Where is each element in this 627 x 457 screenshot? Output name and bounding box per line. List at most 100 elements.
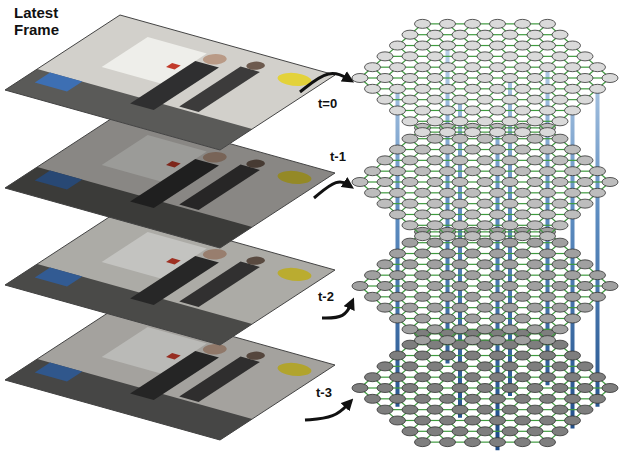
monitor xyxy=(35,73,83,92)
person-head xyxy=(198,150,231,164)
graph-node xyxy=(490,394,506,403)
graph-node xyxy=(415,394,431,403)
graph-node xyxy=(427,427,443,436)
graph-node xyxy=(402,221,418,230)
graph-node xyxy=(490,314,506,323)
graph-node xyxy=(465,351,481,360)
frame-arrow xyxy=(300,73,350,92)
graph-node xyxy=(415,19,431,28)
graph-node xyxy=(577,384,593,393)
graph-node xyxy=(465,232,481,241)
graph-node xyxy=(465,416,481,425)
graph-node xyxy=(515,188,531,197)
graph-node xyxy=(427,238,443,247)
graph-node xyxy=(440,188,456,197)
graph-node xyxy=(377,303,393,312)
graph-node xyxy=(565,373,581,382)
graph-node xyxy=(477,303,493,312)
graph-node xyxy=(477,405,493,414)
graph-node xyxy=(415,145,431,154)
monitor xyxy=(35,268,83,287)
graph-layer xyxy=(352,123,618,240)
graph-node xyxy=(427,117,443,126)
graph-node xyxy=(402,52,418,61)
yellow-patch xyxy=(272,168,317,186)
graph-node xyxy=(577,362,593,371)
graph-node xyxy=(540,167,556,176)
graph-node xyxy=(415,292,431,301)
graph-node xyxy=(502,74,518,83)
graph-node xyxy=(527,282,543,291)
graph-node xyxy=(490,145,506,154)
graph-node xyxy=(527,156,543,165)
person-head xyxy=(243,350,269,361)
graph-node xyxy=(415,271,431,280)
graph-node xyxy=(490,438,506,447)
graph-node xyxy=(465,19,481,28)
graph-node xyxy=(402,117,418,126)
graph-node xyxy=(427,303,443,312)
graph-node xyxy=(427,178,443,187)
floor xyxy=(5,359,252,440)
graph-node xyxy=(415,249,431,258)
graph-node xyxy=(602,178,618,187)
graph-node xyxy=(440,292,456,301)
graph-node xyxy=(427,405,443,414)
graph-node xyxy=(415,167,431,176)
graph-node xyxy=(490,271,506,280)
red-object xyxy=(166,161,181,167)
graph-node xyxy=(527,384,543,393)
graph-node xyxy=(477,282,493,291)
graph-node xyxy=(465,336,481,345)
frame-arrow xyxy=(314,182,350,198)
graph-node xyxy=(590,271,606,280)
graph-node xyxy=(565,314,581,323)
graph-node xyxy=(440,167,456,176)
graph-node xyxy=(502,362,518,371)
graph-node xyxy=(427,260,443,269)
graph-node xyxy=(540,416,556,425)
graph-node xyxy=(377,282,393,291)
graph-node xyxy=(415,232,431,241)
graph-node xyxy=(452,405,468,414)
graph-node xyxy=(540,336,556,345)
graph-node xyxy=(440,394,456,403)
graph-node xyxy=(402,95,418,104)
graph-node xyxy=(527,260,543,269)
graph-node xyxy=(477,178,493,187)
graph-layers xyxy=(352,19,618,446)
person-head xyxy=(198,52,231,66)
graph-node xyxy=(477,52,493,61)
graph-node xyxy=(390,210,406,219)
graph-node xyxy=(440,373,456,382)
graph-node xyxy=(465,84,481,93)
graph-node xyxy=(365,63,381,72)
graph-node xyxy=(402,362,418,371)
graph-node xyxy=(452,362,468,371)
graph-node xyxy=(540,351,556,360)
graph-node xyxy=(465,394,481,403)
graph-node xyxy=(477,199,493,208)
graph-node xyxy=(527,405,543,414)
graph-node xyxy=(515,336,531,345)
person-body xyxy=(179,262,260,307)
graph-node xyxy=(540,19,556,28)
graph-node xyxy=(377,95,393,104)
graph-node xyxy=(540,145,556,154)
graph-node xyxy=(477,325,493,334)
graph-node xyxy=(552,134,568,143)
graph-node xyxy=(365,394,381,403)
graph-node xyxy=(502,405,518,414)
graph-node xyxy=(440,145,456,154)
graph-node xyxy=(427,95,443,104)
graph-node xyxy=(540,292,556,301)
graph-node xyxy=(465,188,481,197)
graph-node xyxy=(465,167,481,176)
video-frames xyxy=(5,15,335,440)
graph-node xyxy=(427,74,443,83)
graph-node xyxy=(540,84,556,93)
graph-node xyxy=(602,384,618,393)
graph-node xyxy=(527,52,543,61)
graph-node xyxy=(527,362,543,371)
graph-node xyxy=(540,41,556,50)
